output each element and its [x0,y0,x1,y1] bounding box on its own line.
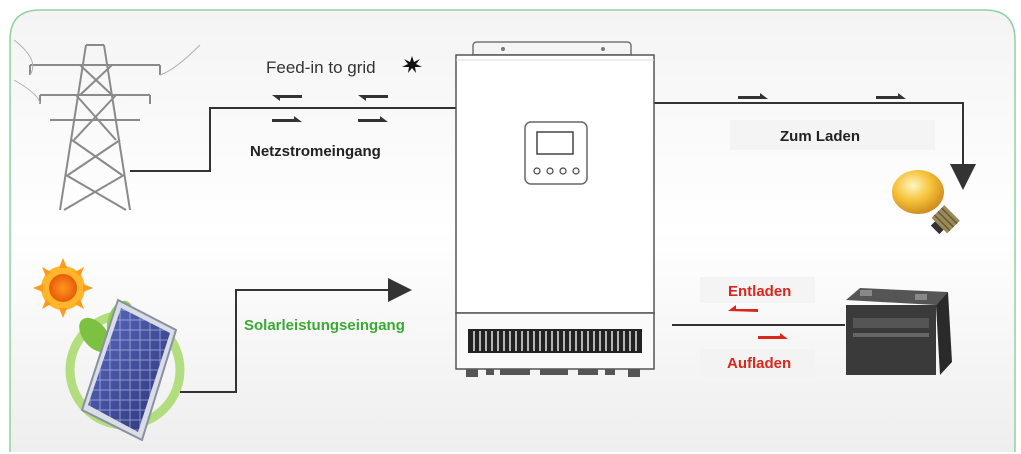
solar-flow-line [180,289,395,393]
to-load-label: Zum Laden [780,128,861,145]
inverter-icon [455,41,655,377]
discharge-label: Entladen [728,283,792,300]
battery-icon [846,288,952,375]
power-pylon-icon [13,39,201,211]
grid-flow-line [130,107,456,172]
grid-input-label: Netzstromeingang [250,143,381,160]
charge-label: Aufladen [727,355,792,372]
solar-panel-icon [80,298,178,442]
solar-arrowhead [388,278,412,302]
battery-direction-arrows [728,305,788,339]
light-bulb-icon [892,170,960,235]
load-flow-line [654,102,964,172]
star-burst-icon [402,56,422,73]
feed-in-label: Feed-in to grid [266,58,376,77]
load-direction-arrows [738,93,906,99]
solar-input-label: Solarleistungseingang [244,317,405,334]
load-arrowhead [950,164,976,190]
grid-bidirectional-arrows [272,95,388,122]
sun-icon [33,258,93,318]
